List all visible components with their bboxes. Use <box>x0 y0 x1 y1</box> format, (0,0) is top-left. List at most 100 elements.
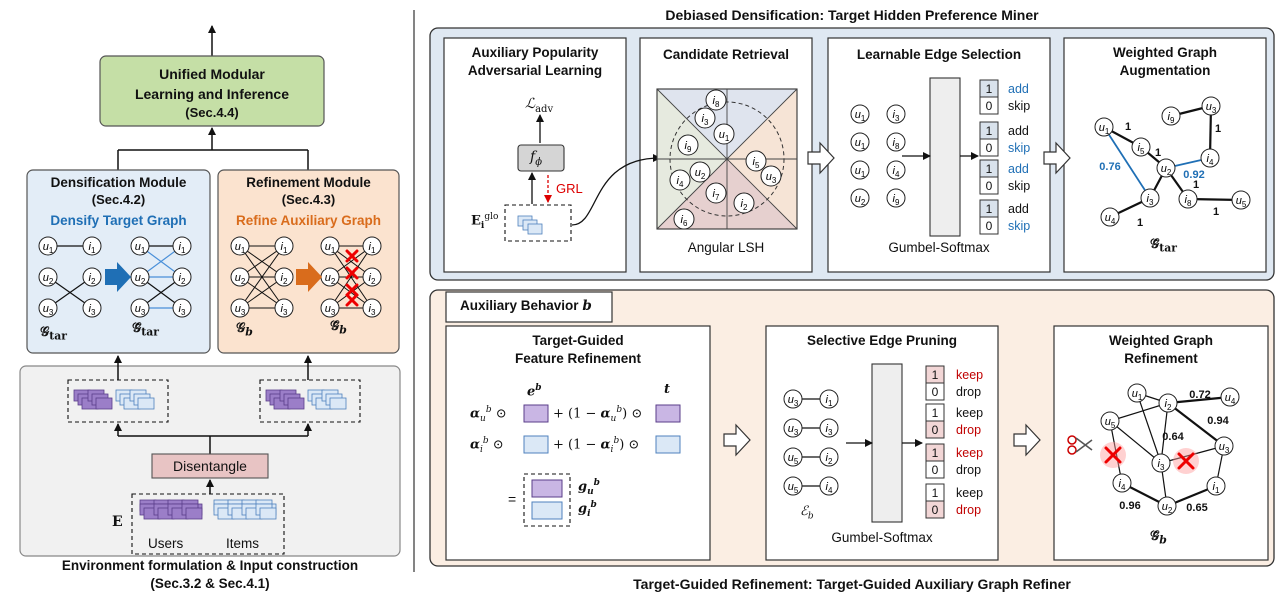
edge-label: 0 <box>932 503 939 517</box>
e-glo-label: Eiglo <box>471 212 499 231</box>
refinement-subtitle: Refine Auxiliary Graph <box>235 213 382 228</box>
augmentation-caption: 𝒢̃tar <box>1150 237 1177 255</box>
graph-node: u5 <box>783 447 803 467</box>
edge-label: 0 <box>986 141 993 155</box>
node-label: u2 <box>235 272 246 286</box>
decision-label: keep <box>956 368 983 382</box>
graph-node: i9 <box>1161 106 1181 126</box>
candidate-caption: Angular LSH <box>687 240 765 255</box>
gumbel-bit <box>979 176 999 195</box>
node-label: i4 <box>1119 478 1126 492</box>
graph-node: i4 <box>819 476 839 496</box>
user-embedding <box>185 507 203 520</box>
node-label: i9 <box>685 140 692 154</box>
node-label: i8 <box>1185 194 1192 208</box>
eps-b-label: ℰb <box>800 504 814 522</box>
densification-subtitle: Densify Target Graph <box>50 213 187 228</box>
decision-label: keep <box>956 446 983 460</box>
node-label: u1 <box>135 241 146 255</box>
gumbel-bit <box>925 420 945 439</box>
node-label: u3 <box>235 303 246 317</box>
node-label: i5 <box>1138 142 1145 156</box>
graph-edge <box>239 245 285 309</box>
g-tar-label: 𝒢tar <box>40 325 67 343</box>
graph-node: u1 <box>850 132 870 152</box>
node-label: i4 <box>1207 153 1214 167</box>
edge-label: 1 <box>932 406 939 420</box>
item-embedding <box>137 397 155 410</box>
node-label: u2 <box>43 272 54 286</box>
graph-node: i8 <box>886 132 906 152</box>
disentangle-label: Disentangle <box>173 458 247 474</box>
decision-label: drop <box>956 463 981 477</box>
edge-label: 0 <box>932 423 939 437</box>
graph-node: i4 <box>886 160 906 180</box>
graph-node: u1 <box>130 236 150 256</box>
edge-label: 1 <box>986 82 993 96</box>
e-label: E <box>112 514 123 530</box>
node-label: u1 <box>855 165 866 179</box>
edge-label: 1 <box>932 446 939 460</box>
g-u-b: gub <box>578 478 600 497</box>
decision-label: add <box>1008 124 1029 138</box>
refine-arrow-icon <box>296 262 322 292</box>
node-label: u1 <box>1132 388 1143 402</box>
decision-label: skip <box>1008 219 1030 233</box>
node-label: i4 <box>677 175 684 189</box>
graph-node: u3 <box>1214 436 1234 456</box>
graph-edge <box>329 245 373 309</box>
refinement-box <box>217 169 400 354</box>
grl-label: GRL <box>556 181 583 196</box>
graph-node: i4 <box>1112 473 1132 493</box>
graph-node: i6 <box>673 208 695 230</box>
edge-label: 0.64 <box>1162 431 1184 443</box>
edge-label: 0 <box>986 99 993 113</box>
node-label: i7 <box>713 188 720 202</box>
node-label: i4 <box>826 481 833 495</box>
edge-label: 0.76 <box>1099 161 1120 173</box>
graph-node: u1 <box>713 123 735 145</box>
graph-node: i3 <box>886 104 906 124</box>
node-label: u3 <box>788 423 799 437</box>
panel-augmentation <box>1063 37 1267 273</box>
user-embedding <box>95 397 113 410</box>
graph-node: u3 <box>130 298 150 318</box>
graph-node: u1 <box>1094 117 1114 137</box>
node-label: i8 <box>893 137 900 151</box>
graph-node: i1 <box>1206 476 1226 496</box>
graph-node: i9 <box>677 134 699 156</box>
decision-label: add <box>1008 162 1029 176</box>
node-label: u5 <box>788 452 799 466</box>
graph-node: u3 <box>320 298 340 318</box>
node-label: u1 <box>235 241 246 255</box>
item-embedding <box>329 397 347 410</box>
node-label: i3 <box>179 303 186 317</box>
graph-node: i1 <box>819 389 839 409</box>
node-label: u4 <box>1225 392 1236 406</box>
node-label: i3 <box>826 423 833 437</box>
node-label: u5 <box>1105 416 1116 430</box>
g-tilde-b-label: 𝒢̃b <box>330 319 347 337</box>
edge-selection-caption: Gumbel-Softmax <box>888 240 990 255</box>
graph-node: i3 <box>274 298 294 318</box>
prune-cross-icon <box>345 283 359 297</box>
node-label: u3 <box>1206 101 1217 115</box>
graph-node: i3 <box>172 298 192 318</box>
unified-line2: Learning and Inference <box>134 86 290 102</box>
graph-refinement-caption: 𝒢̃b <box>1150 529 1167 547</box>
equals-sign: = <box>508 491 517 507</box>
graph-node: i4 <box>1200 148 1220 168</box>
node-label: i3 <box>893 109 900 123</box>
unified-line3: (Sec.4.4) <box>185 105 239 120</box>
node-label: u2 <box>325 272 336 286</box>
env-caption-line1: Environment formulation & Input construc… <box>61 558 359 573</box>
prune-cross-icon <box>1104 446 1122 464</box>
graph-node: i3 <box>362 298 382 318</box>
top-header: Debiased Densification: Target Hidden Pr… <box>665 7 1039 23</box>
graph-node: u1 <box>850 160 870 180</box>
gumbel-bit <box>979 138 999 157</box>
edge-label: 0.72 <box>1189 389 1210 401</box>
gumbel-bit <box>925 500 945 519</box>
node-label: u3 <box>788 394 799 408</box>
graph-node: i1 <box>82 236 102 256</box>
